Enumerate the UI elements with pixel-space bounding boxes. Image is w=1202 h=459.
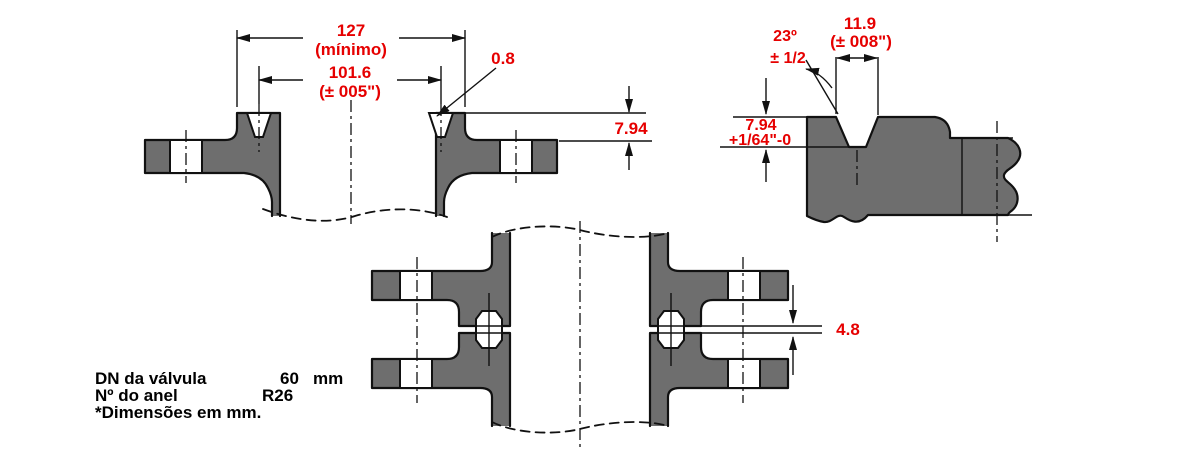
fig1-right-body (436, 113, 557, 216)
dimension-127: 127 (mínimo) (236, 21, 466, 107)
note-dn-value: 60 (280, 369, 299, 388)
figure2-groove-detail: 23º ± 1/2 11.9 (± 008") 7.94 +1/64"-0 (720, 14, 1032, 242)
note-footnote: *Dimensões em mm. (95, 403, 261, 422)
dim-127-qualifier: (mínimo) (315, 40, 387, 59)
dim-127-value: 127 (337, 21, 365, 40)
figure3-assembled-joint: 4.8 (370, 221, 860, 450)
figure1-flange-section: 127 (mínimo) 101.6 (± 005") 0.8 7.94 (143, 21, 652, 224)
dim-depth-value: 7.94 (745, 117, 776, 134)
dimension-7-94-depth: 7.94 +1/64"-0 (720, 78, 849, 182)
pipe-break-line (491, 421, 669, 434)
dim-7-94-value: 7.94 (614, 119, 648, 138)
note-ring-value: R26 (262, 386, 293, 405)
dim-11-9-value: 11.9 (844, 14, 876, 33)
fig1-left-body (145, 113, 280, 216)
flange-gap-lines (461, 325, 822, 334)
dimension-101-6: 101.6 (± 005") (258, 63, 442, 152)
dim-depth-qualifier: +1/64"-0 (729, 132, 791, 149)
fig2-body (807, 117, 1021, 223)
pipe-break-line (262, 208, 448, 222)
dimension-0-8: 0.8 (436, 49, 515, 117)
note-ring-label: Nº do anel (95, 386, 178, 405)
dim-23-qualifier: ± 1/2 (770, 50, 806, 67)
dimension-4-8: 4.8 (789, 285, 860, 375)
dim-23-value: 23º (773, 28, 797, 45)
dim-0-8-value: 0.8 (491, 49, 515, 68)
notes-block: DN da válvula 60 mm Nº do anel R26 *Dime… (95, 369, 343, 422)
dimension-7-94: 7.94 (465, 86, 652, 170)
dimension-11-9: 11.9 (± 008") (830, 14, 892, 115)
note-dn-unit: mm (313, 369, 343, 388)
dim-101-6-qualifier: (± 005") (319, 82, 381, 101)
pipe-break-line (491, 225, 669, 238)
dim-4-8-value: 4.8 (836, 320, 860, 339)
dim-101-6-value: 101.6 (329, 63, 372, 82)
note-dn-label: DN da válvula (95, 369, 207, 388)
dimension-23deg: 23º ± 1/2 (770, 28, 839, 115)
ring-groove (245, 112, 273, 138)
dim-11-9-qualifier: (± 008") (830, 32, 892, 51)
